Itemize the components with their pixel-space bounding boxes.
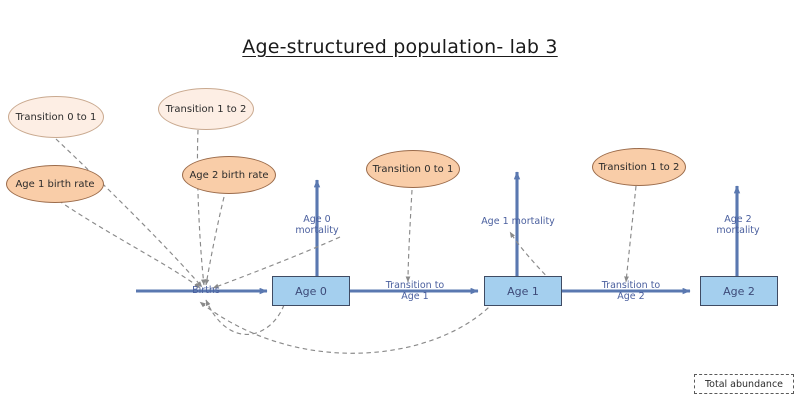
- influence-links: [51, 129, 637, 354]
- stock-age-2[interactable]: Age 2: [700, 276, 778, 306]
- aux-label: Transition 1 to 2: [165, 103, 247, 115]
- aux-label: Transition 0 to 1: [15, 111, 97, 123]
- aux-label: Transition 0 to 1: [372, 163, 454, 175]
- stock-age-0[interactable]: Age 0: [272, 276, 350, 306]
- stock-label: Age 2: [723, 284, 755, 298]
- aux-transition-0-to-1-mid[interactable]: Transition 0 to 1: [366, 150, 460, 188]
- aux-age-2-birth-rate[interactable]: Age 2 birth rate: [182, 156, 276, 194]
- page-title: Age-structured population- lab 3: [242, 36, 558, 58]
- flow-pipes: [136, 171, 741, 295]
- stock-label: Age 0: [295, 284, 327, 298]
- aux-transition-0-to-1-top[interactable]: Transition 0 to 1: [8, 96, 104, 138]
- aux-transition-1-to-2-top[interactable]: Transition 1 to 2: [158, 88, 254, 130]
- aux-label: Age 2 birth rate: [189, 169, 269, 181]
- aux-age-1-birth-rate[interactable]: Age 1 birth rate: [6, 165, 104, 203]
- aux-label: Transition 1 to 2: [598, 161, 680, 173]
- aux-transition-1-to-2-mid[interactable]: Transition 1 to 2: [592, 148, 686, 186]
- total-abundance-box[interactable]: Total abundance: [694, 374, 794, 394]
- stock-label: Age 1: [507, 284, 539, 298]
- total-abundance-label: Total abundance: [704, 378, 784, 390]
- aux-label: Age 1 birth rate: [15, 178, 95, 190]
- stock-age-1[interactable]: Age 1: [484, 276, 562, 306]
